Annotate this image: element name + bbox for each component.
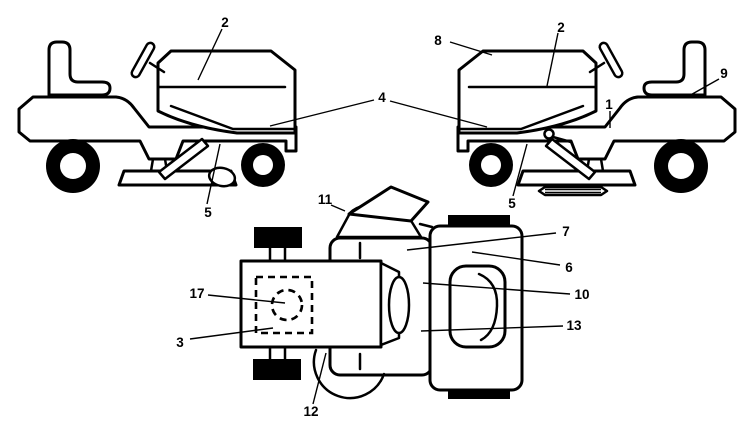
callout-label-1: 1	[605, 97, 613, 112]
steering-wheel-angled	[347, 185, 430, 223]
callout-layer: 2 8 2 9 1 4 5 5 11 7 610 13 17 3 12	[176, 15, 728, 419]
callout-leader-5	[512, 143, 528, 197]
front-wheel-hub	[253, 155, 273, 175]
deck-lift-lever	[157, 137, 210, 181]
callout-label-5: 5	[508, 196, 516, 211]
callout-leader-7	[406, 232, 557, 251]
hood-lower-crease	[169, 104, 297, 131]
callout-label-2: 2	[221, 15, 229, 30]
front-wheel-top	[254, 227, 302, 248]
callout-leader-4	[389, 100, 488, 128]
seat-cushion-curve	[477, 272, 499, 342]
rear-wheel-bottom	[448, 389, 510, 399]
callout-leader-2	[546, 32, 559, 87]
callout-label-8: 8	[434, 33, 442, 48]
callout-label-13: 13	[566, 318, 582, 333]
lever-knob	[543, 128, 555, 140]
deck-skirt	[537, 185, 609, 197]
engine-compartment-dashed	[254, 275, 314, 335]
callout-leader-17	[207, 294, 286, 304]
tractor-top-view	[239, 185, 524, 400]
right-tractor-side-view	[456, 39, 737, 197]
seat	[47, 40, 112, 97]
callout-label-6: 6	[565, 260, 573, 275]
callout-leader-13	[420, 325, 564, 332]
callout-label-9: 9	[720, 66, 728, 81]
lever-rod	[551, 135, 573, 144]
callout-leader-10	[422, 282, 571, 295]
callout-label-3: 3	[176, 335, 184, 350]
mower-deck	[117, 169, 238, 187]
tractor-mirror	[456, 39, 737, 195]
deck-skirt-hatch	[545, 188, 601, 194]
chassis-fender	[17, 95, 298, 161]
callout-label-11: 11	[318, 192, 333, 207]
callout-leader-3	[189, 327, 274, 340]
callout-label-12: 12	[303, 404, 318, 419]
steering-column	[148, 61, 166, 74]
steering-wheel-top-view	[387, 275, 411, 335]
cowl-connector	[418, 222, 434, 229]
rear-wheel-hub	[60, 153, 86, 179]
callout-label-17: 17	[189, 286, 204, 301]
callout-leader-6	[471, 251, 561, 266]
front-wheel-bottom	[253, 359, 301, 380]
rear-wheel-top	[448, 215, 510, 225]
callout-label-4: 4	[378, 90, 386, 105]
callout-leader-8	[449, 41, 493, 56]
callout-label-5: 5	[204, 205, 212, 220]
engine-dashed-circle	[270, 288, 304, 322]
callout-leader-2	[197, 28, 223, 81]
hood	[156, 49, 297, 135]
left-tractor-side-view	[17, 40, 298, 193]
callout-leader-4	[269, 99, 375, 127]
callout-label-7: 7	[562, 224, 570, 239]
footrest-arc	[312, 348, 386, 400]
discharge-deflector	[207, 166, 237, 188]
callout-label-10: 10	[574, 287, 589, 302]
callout-leader-5	[206, 143, 221, 205]
callout-leader-9	[686, 78, 720, 98]
steering-wheel	[130, 41, 156, 79]
callout-leader-11	[330, 204, 346, 212]
callout-leader-12	[312, 352, 327, 405]
tractor-base-shape	[17, 40, 298, 193]
callout-label-2: 2	[557, 20, 565, 35]
